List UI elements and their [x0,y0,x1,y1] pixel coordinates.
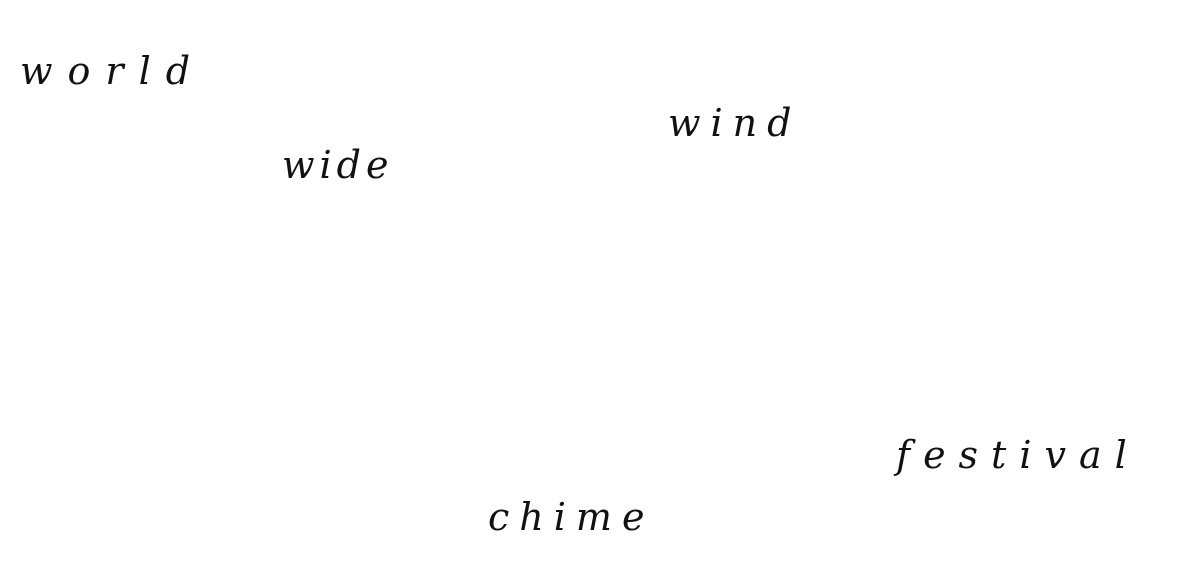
handwritten-word-wind: wind [668,101,802,145]
handwritten-word-festival: festival [896,433,1140,477]
handwritten-word-wide: wide [282,143,394,187]
handwritten-word-world: world [20,49,206,93]
handwritten-word-chime: chime [488,495,655,539]
